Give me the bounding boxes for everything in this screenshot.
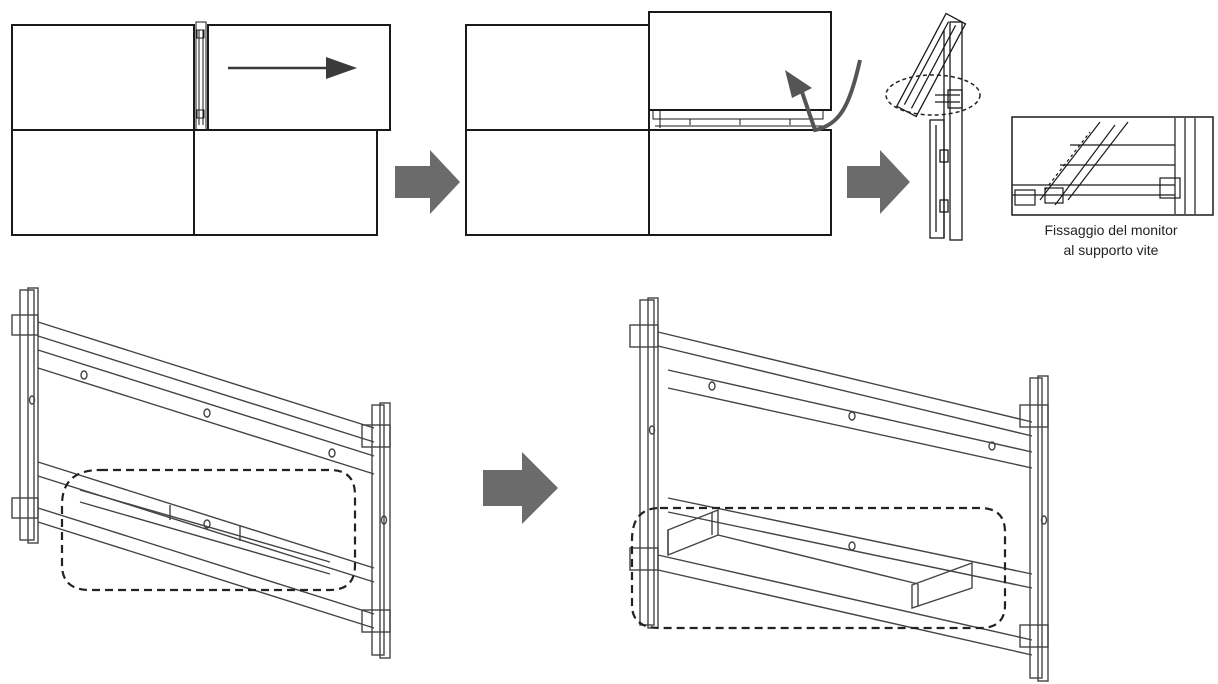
wall-plate <box>949 21 963 241</box>
bracket-rail <box>652 109 825 128</box>
caption-line-1: Fissaggio del monitor <box>1044 222 1178 238</box>
panel-2-video-wall <box>465 11 832 236</box>
inset-frame <box>1011 116 1214 216</box>
bracket-frame-after <box>629 297 1049 682</box>
monitor-bottom-left <box>465 129 650 236</box>
bracket-strip <box>195 21 207 131</box>
detail-inset <box>1011 116 1214 216</box>
step-arrow-icon <box>847 150 910 214</box>
monitor-top-left <box>465 24 650 131</box>
step-arrow-icon <box>395 150 460 214</box>
tilted-monitor <box>895 12 967 118</box>
slide-arrow-icon <box>228 57 357 79</box>
monitor-top-left <box>11 24 195 131</box>
highlight-circle <box>885 74 981 116</box>
monitor-bottom-right <box>648 129 832 236</box>
panel-1-video-wall <box>11 21 391 236</box>
highlight-region <box>60 468 357 592</box>
panel-3-side-view <box>885 12 981 241</box>
inset-caption: Fissaggio del monitor al supporto vite <box>1006 220 1216 260</box>
curved-arrow-up-icon <box>785 59 862 133</box>
step-arrow-icon <box>483 452 558 524</box>
monitor-top-right-shifted <box>207 24 391 131</box>
bracket-frame-before <box>11 287 391 659</box>
caption-line-2: al supporto vite <box>1063 242 1159 258</box>
monitor-bottom-right <box>193 129 378 236</box>
highlight-region <box>630 506 1007 630</box>
monitor-bottom-left <box>11 129 195 236</box>
